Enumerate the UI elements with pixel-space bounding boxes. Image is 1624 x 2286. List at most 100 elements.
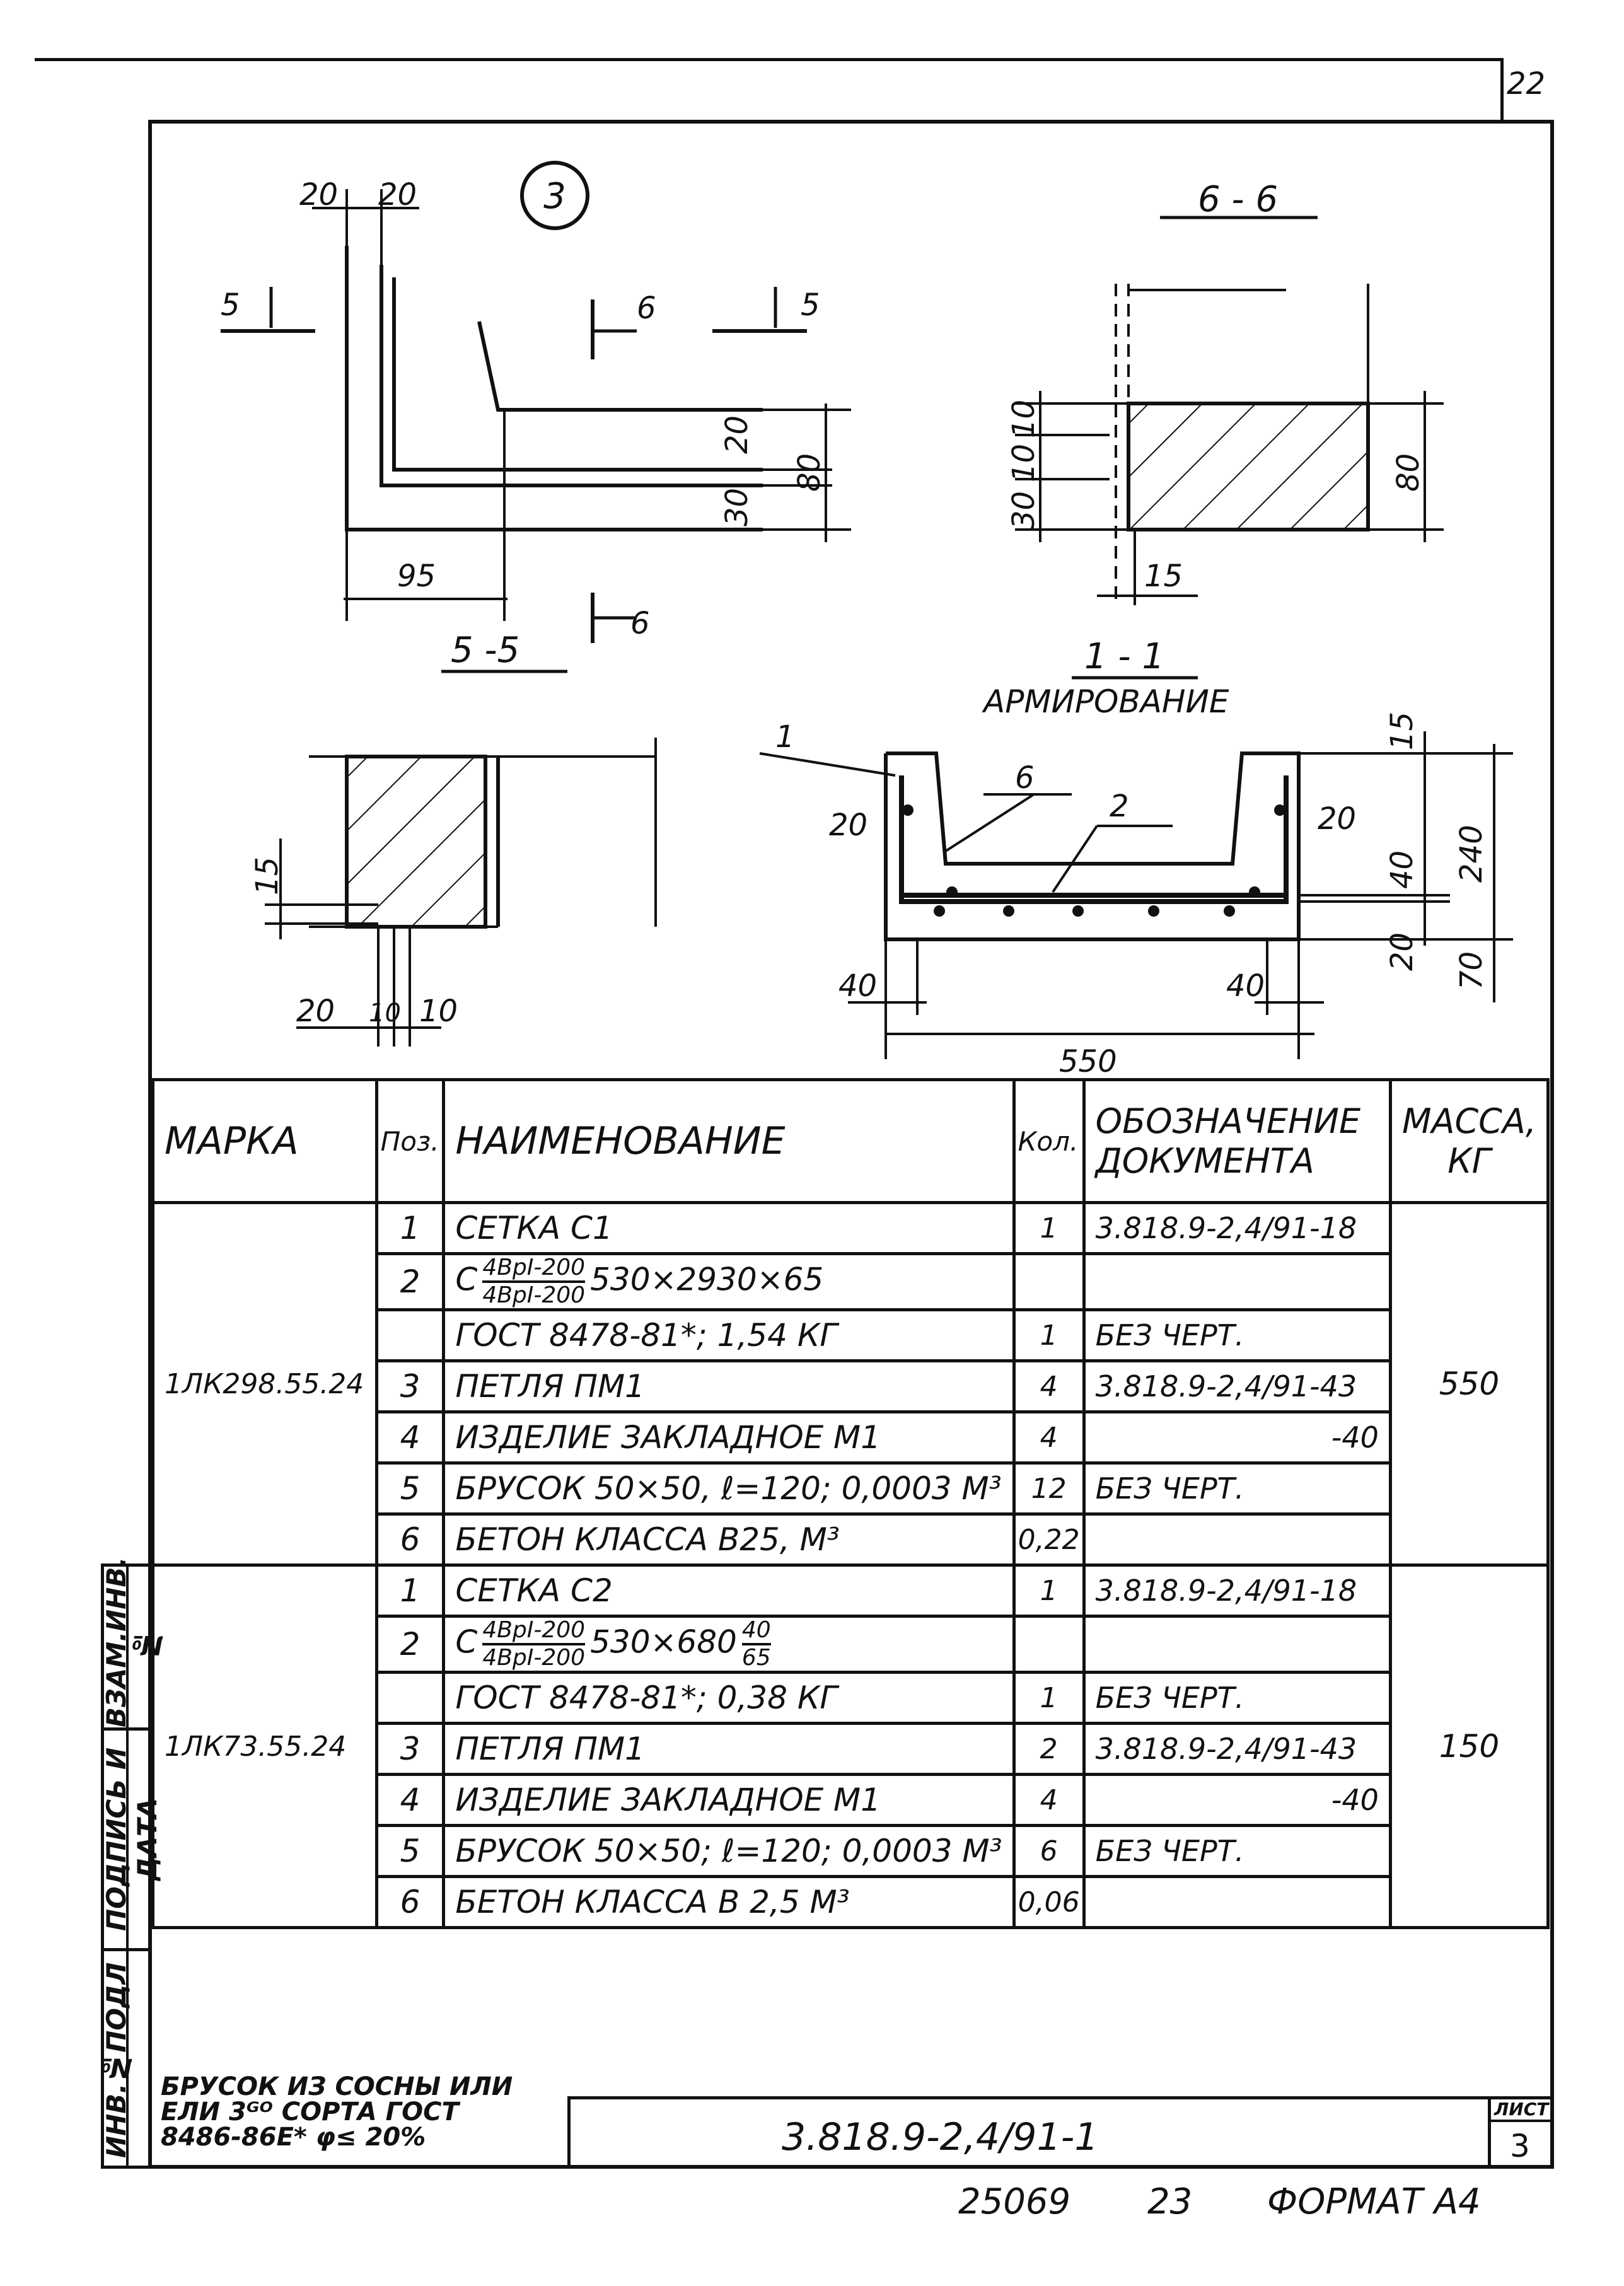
cell-pos: 4 <box>374 1410 446 1465</box>
detail-marker: 3 <box>520 161 589 230</box>
dim-label: 240 <box>1454 825 1489 883</box>
cell-doc <box>1082 1875 1392 1929</box>
fraction-bottom: 65 <box>741 1645 771 1671</box>
section-subtitle: АРМИРОВАНИЕ <box>982 683 1229 720</box>
section-6-6-labels: 6 - 6 10 10 30 80 15 <box>1006 179 1426 594</box>
dim-label: 10 <box>419 994 458 1029</box>
cell-mark: 1ЛК73.55.24 <box>151 1564 378 1929</box>
detail-marker-number: 3 <box>543 176 566 217</box>
dim-label: 20 <box>1318 801 1356 837</box>
cell-doc: -40 <box>1082 1410 1392 1465</box>
dim-label: 15 <box>250 857 285 895</box>
cell-qty <box>1012 1615 1086 1674</box>
dim-label: 80 <box>792 453 827 492</box>
fraction-top: 4ВрI-200 <box>482 1620 586 1645</box>
cell-qty: 4 <box>1012 1359 1086 1413</box>
cell-pos: 5 <box>374 1461 446 1516</box>
name-suffix: 530×680 <box>590 1623 737 1661</box>
plan-view <box>221 189 851 643</box>
material-note: БРУСОК ИЗ СОСНЫ ИЛИ ЕЛИ 3ᴳᴼ СОРТА ГОСТ 8… <box>161 2074 513 2150</box>
rebar-points <box>902 804 1285 917</box>
name-suffix: 530×2930×65 <box>590 1261 824 1298</box>
cell-pos: 1 <box>374 1564 446 1618</box>
section-1-1-labels: 1 - 1 АРМИРОВАНИЕ 15 240 20 20 40 20 70 … <box>775 636 1489 1079</box>
cell-pos: 3 <box>374 1722 446 1776</box>
document-code: 3.818.9-2,4/91-1 <box>782 2115 1099 2159</box>
cell-pos <box>374 1308 446 1362</box>
fraction-top: 40 <box>741 1620 771 1645</box>
dim-label: 20 <box>299 177 338 212</box>
cell-mass: 550 <box>1388 1201 1550 1567</box>
dim-label: 20 <box>719 415 755 454</box>
cell-name: БЕТОН КЛАССА В25, М³ <box>442 1512 1016 1567</box>
cell-name: СЕТКА С2 <box>442 1564 1016 1618</box>
cell-pos: 1 <box>374 1201 446 1255</box>
dim-label: 550 <box>1059 1044 1117 1079</box>
sheet-box-divider <box>1488 2096 1491 2169</box>
fraction-bottom: 4ВрI-200 <box>482 1645 586 1671</box>
cell-doc: 3.818.9-2,4/91-43 <box>1082 1359 1392 1413</box>
outer-frame <box>148 120 1554 2169</box>
sheet-label: ЛИСТ <box>1494 2099 1549 2120</box>
side-label-inv-orig: ИНВ.№ПОДЛ <box>101 1962 132 2158</box>
cell-mark: 1ЛК298.55.24 <box>151 1201 378 1567</box>
cell-qty: 1 <box>1012 1564 1086 1618</box>
cell-qty: 1 <box>1012 1671 1086 1725</box>
sheet-number: 3 <box>1510 2128 1530 2164</box>
col-header-pos: Поз. <box>374 1078 446 1204</box>
corner-box <box>1500 60 1504 123</box>
section-5-5-labels: 5 -5 15 20 10 10 <box>250 630 519 1029</box>
sheet-box-hline <box>1488 2120 1554 2122</box>
dim-label: 80 <box>1391 453 1426 492</box>
col-header-mark: МАРКА <box>151 1078 378 1204</box>
cell-qty: 4 <box>1012 1410 1086 1465</box>
cell-name: БРУСОК 50×50; ℓ=120; 0,0003 М³ <box>442 1824 1016 1878</box>
dim-label: 95 <box>397 559 436 594</box>
dim-label: 10 <box>1006 400 1041 438</box>
cell-doc: 3.818.9-2,4/91-18 <box>1082 1564 1392 1618</box>
cell-doc: 3.818.9-2,4/91-18 <box>1082 1201 1392 1255</box>
cell-name: ПЕТЛЯ ПМ1 <box>442 1722 1016 1776</box>
section-title: 6 - 6 <box>1198 179 1278 220</box>
note-line: БРУСОК ИЗ СОСНЫ ИЛИ <box>161 2072 513 2101</box>
cell-qty: 1 <box>1012 1201 1086 1255</box>
footer-format: ФОРМАТ А4 <box>1267 2181 1481 2222</box>
cell-pos: 4 <box>374 1773 446 1827</box>
cell-doc <box>1082 1252 1392 1311</box>
fraction-bottom: 4ВрI-200 <box>482 1282 586 1308</box>
stamp-divider-left <box>567 2096 571 2169</box>
spec-table: МАРКА Поз. НАИМЕНОВАНИЕ Кол. ОБОЗНАЧЕНИЕ… <box>151 1078 1550 1929</box>
top-rule <box>35 58 1504 61</box>
dim-label: 40 <box>838 968 877 1004</box>
dim-label: 10 <box>369 999 401 1028</box>
cell-doc <box>1082 1512 1392 1567</box>
section-5-5 <box>265 670 657 1047</box>
cut-mark-label: 5 <box>221 287 240 323</box>
cell-pos <box>374 1671 446 1725</box>
cell-pos: 2 <box>374 1615 446 1674</box>
cell-doc: БЕЗ ЧЕРТ. <box>1082 1671 1392 1725</box>
callout-label: 1 <box>775 719 795 755</box>
note-line: 8486-86Е* φ≤ 20% <box>161 2123 426 2152</box>
cell-pos: 6 <box>374 1512 446 1567</box>
dim-label: 40 <box>1384 850 1420 889</box>
col-header-name: НАИМЕНОВАНИЕ <box>442 1078 1016 1204</box>
cell-qty <box>1012 1252 1086 1311</box>
dim-label: 10 <box>1006 444 1041 482</box>
cell-qty: 12 <box>1012 1461 1086 1516</box>
dim-label: 20 <box>829 808 867 843</box>
plan-labels: 5 5 6 6 20 20 95 20 30 80 <box>221 177 827 641</box>
cell-mass: 150 <box>1388 1564 1550 1929</box>
cell-pos: 3 <box>374 1359 446 1413</box>
